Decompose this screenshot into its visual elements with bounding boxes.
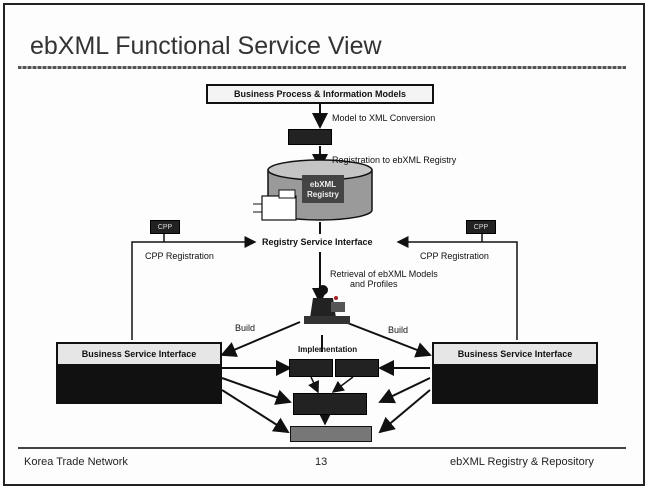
footer-divider: [18, 447, 626, 449]
implementation-label: Implementation: [298, 345, 358, 354]
retrieval-label-1: Retrieval of ebXML Models: [330, 269, 438, 279]
footer-right: ebXML Registry & Repository: [450, 456, 594, 468]
bsi-left-label: Business Service Interface: [58, 344, 220, 366]
build-left-label: Build: [235, 323, 256, 333]
repository-label-1: ebXML: [309, 180, 337, 189]
business-service-interface-right: Business Service Interface: [432, 342, 598, 404]
document-icon: [253, 189, 297, 221]
business-process-models-box: Business Process & Information Models: [206, 84, 434, 104]
developer-icon: [304, 285, 350, 324]
retrieval-label-2: and Profiles: [350, 279, 398, 289]
cpp-registration-left-label: CPP Registration: [145, 251, 214, 261]
cpp-registration-right-label: CPP Registration: [420, 251, 489, 261]
implementation-component-right: [335, 359, 379, 377]
implementation-component-left: [289, 359, 333, 377]
cpp-left-box: CPP: [150, 220, 180, 234]
title-divider: [18, 66, 626, 69]
bsi-right-label: Business Service Interface: [434, 344, 596, 366]
cpp-right-box: CPP: [466, 220, 496, 234]
registry-service-interface: Registry Service Interface: [262, 237, 373, 247]
slide-title: ebXML Functional Service View: [30, 32, 382, 60]
build-right-label: Build: [388, 325, 409, 335]
arrow-build-left: [220, 321, 301, 357]
business-service-interface-left: Business Service Interface: [56, 342, 222, 404]
arrow-build-right: [344, 321, 432, 358]
footer-left: Korea Trade Network: [24, 456, 128, 468]
registration-label: Registration to ebXML Registry: [332, 155, 457, 165]
xml-doc-box: [288, 129, 332, 145]
implementation-application: [293, 393, 367, 415]
implementation-system: [290, 426, 372, 442]
arrow-cpp-left: [131, 236, 257, 340]
model-conversion-label: Model to XML Conversion: [332, 113, 436, 123]
page-number: 13: [315, 456, 328, 468]
repository-label-2: Registry: [306, 190, 339, 199]
arrow-cpp-right: [396, 236, 518, 340]
